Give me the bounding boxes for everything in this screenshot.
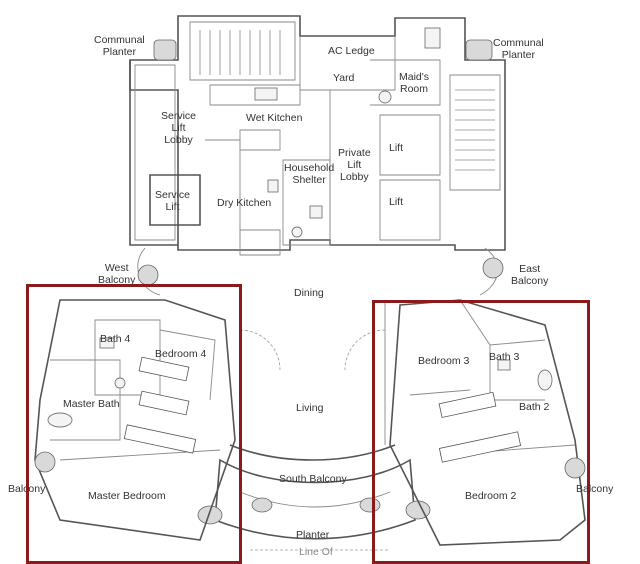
lift-lower-label: Lift bbox=[389, 196, 404, 208]
upper-stair bbox=[189, 21, 296, 81]
private-lift-lobby-label: Private Lift Lobby bbox=[338, 147, 371, 183]
service-lift-label: Service Lift bbox=[155, 189, 191, 213]
living-label: Living bbox=[296, 402, 324, 414]
right-stair bbox=[455, 89, 495, 171]
balcony-left-label: Balcony bbox=[8, 483, 46, 495]
lift-upper-label: Lift bbox=[389, 142, 404, 154]
south-balcony-label: South Balcony bbox=[279, 473, 347, 485]
line-of-label: Line Of bbox=[299, 546, 333, 558]
service-core-walls bbox=[129, 15, 506, 256]
dry-kitchen-label: Dry Kitchen bbox=[217, 197, 272, 209]
central-living bbox=[229, 300, 396, 461]
yard-label: Yard bbox=[333, 72, 355, 84]
communal-planters bbox=[153, 39, 493, 61]
fixtures bbox=[254, 27, 441, 238]
wardrobe-left-3 bbox=[123, 424, 197, 454]
left-wing bbox=[34, 299, 236, 541]
wardrobe-left-2 bbox=[138, 390, 190, 416]
wardrobe-right-1 bbox=[438, 391, 497, 418]
left-wing-highlight bbox=[26, 284, 242, 564]
bedroom-3-label: Bedroom 3 bbox=[418, 355, 470, 367]
bath-2-label: Bath 2 bbox=[519, 401, 550, 413]
dining-label: Dining bbox=[294, 287, 324, 299]
ac-ledge-label: AC Ledge bbox=[328, 45, 375, 57]
east-balcony-label: East Balcony bbox=[511, 263, 549, 287]
communal-planter-right-label: Communal Planter bbox=[493, 37, 544, 61]
south-balcony bbox=[197, 458, 431, 551]
service-lift-lobby-label: Service Lift Lobby bbox=[161, 110, 197, 146]
bath-3-label: Bath 3 bbox=[489, 351, 520, 363]
maids-room-label: Maid's Room bbox=[399, 71, 430, 95]
wet-kitchen-label: Wet Kitchen bbox=[246, 112, 303, 124]
wardrobe-left-1 bbox=[138, 356, 190, 382]
bath-4-label: Bath 4 bbox=[100, 333, 131, 345]
right-wing bbox=[389, 299, 586, 546]
wardrobe-right-2 bbox=[438, 431, 522, 463]
bedroom-4-label: Bedroom 4 bbox=[155, 348, 207, 360]
west-balcony-label: West Balcony bbox=[98, 262, 136, 286]
communal-planter-left-label: Communal Planter bbox=[94, 34, 145, 58]
household-shelter-label: Household Shelter bbox=[284, 162, 335, 186]
side-balconies bbox=[137, 247, 504, 296]
master-bedroom-label: Master Bedroom bbox=[88, 490, 166, 502]
right-wing-highlight bbox=[372, 300, 590, 564]
planter-label: Planter bbox=[296, 529, 330, 541]
master-bath-label: Master Bath bbox=[63, 398, 120, 410]
balcony-right-label: Balcony bbox=[576, 483, 614, 495]
bedroom-2-label: Bedroom 2 bbox=[465, 490, 517, 502]
